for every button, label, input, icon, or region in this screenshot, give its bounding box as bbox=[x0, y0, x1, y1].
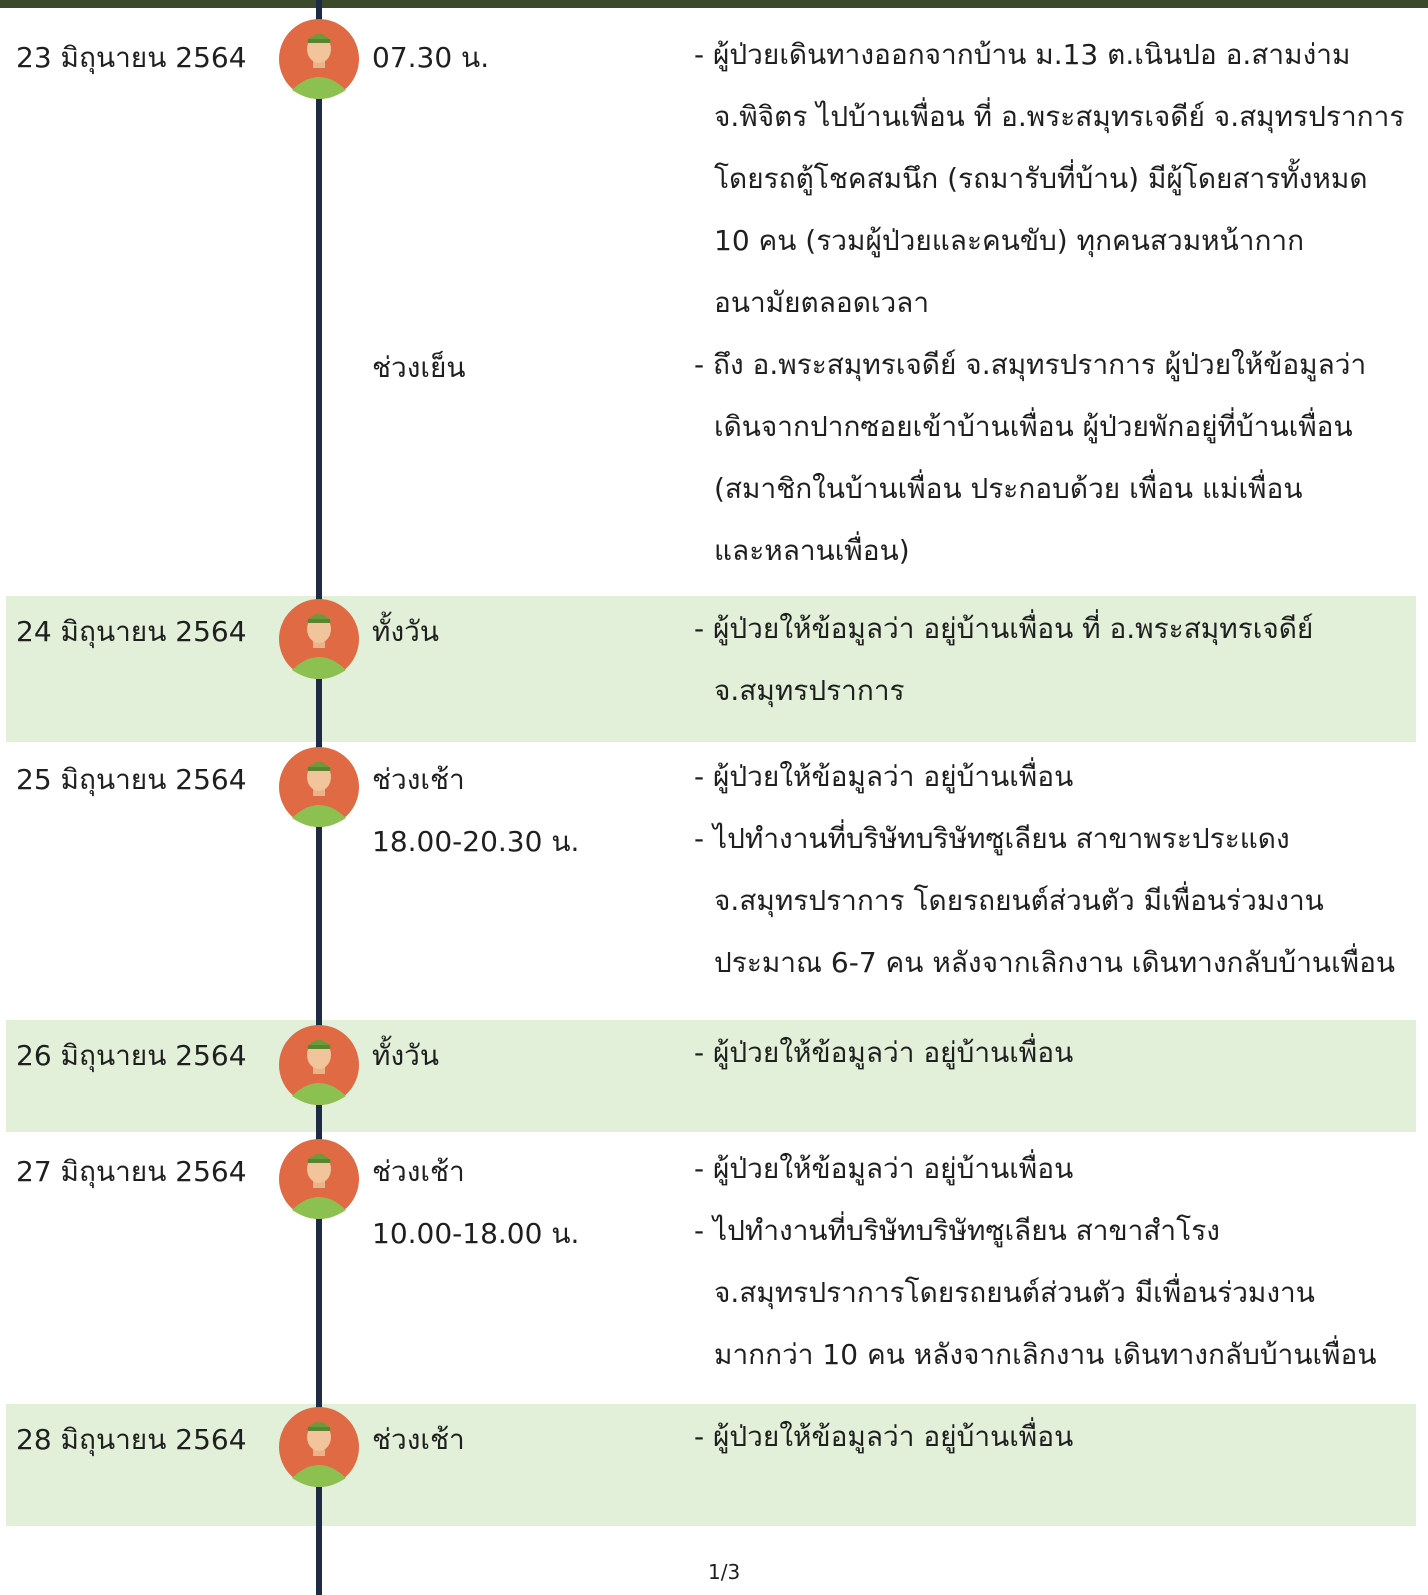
patient-avatar-icon bbox=[278, 598, 360, 680]
entry-description: - ผู้ป่วยเดินทางออกจากบ้าน ม.13 ต.เนินปอ… bbox=[694, 24, 1428, 334]
entry-description: - ถึง อ.พระสมุทรเจดีย์ จ.สมุทรปราการ ผู้… bbox=[694, 334, 1428, 582]
patient-avatar-icon bbox=[278, 1138, 360, 1220]
description-line: (สมาชิกในบ้านเพื่อน ประกอบด้วย เพื่อน แม… bbox=[714, 472, 1303, 505]
entry-date: 28 มิถุนายน 2564 bbox=[16, 1423, 247, 1456]
entry-time: ช่วงเย็น bbox=[372, 351, 466, 384]
entry-time: 10.00-18.00 น. bbox=[372, 1217, 580, 1250]
description-line: - ผู้ป่วยให้ข้อมูลว่า อยู่บ้านเพื่อน ที่… bbox=[694, 612, 1314, 645]
description-line: โดยรถตู้โชคสมนึก (รถมารับที่บ้าน) มีผู้โ… bbox=[714, 162, 1368, 195]
description-line: - ผู้ป่วยให้ข้อมูลว่า อยู่บ้านเพื่อน bbox=[694, 760, 1074, 793]
entry-date: 25 มิถุนายน 2564 bbox=[16, 763, 247, 796]
description-line: - ไปทำงานที่บริษัทบริษัทซูเลียน สาขาสำโร… bbox=[694, 1214, 1220, 1247]
entry-time: ทั้งวัน bbox=[372, 1039, 439, 1072]
description-line: และหลานเพื่อน) bbox=[714, 534, 910, 567]
description-line: - ไปทำงานที่บริษัทบริษัทซูเลียน สาขาพระป… bbox=[694, 822, 1290, 855]
page-indicator: 1/3 bbox=[708, 1560, 741, 1584]
entry-date: 24 มิถุนายน 2564 bbox=[16, 615, 247, 648]
description-line: - ถึง อ.พระสมุทรเจดีย์ จ.สมุทรปราการ ผู้… bbox=[694, 348, 1367, 381]
entry-description: - ผู้ป่วยให้ข้อมูลว่า อยู่บ้านเพื่อน ที่… bbox=[694, 598, 1428, 722]
entry-description: - ผู้ป่วยให้ข้อมูลว่า อยู่บ้านเพื่อน bbox=[694, 1138, 1428, 1200]
patient-avatar-icon bbox=[278, 18, 360, 100]
description-line: 10 คน (รวมผู้ป่วยและคนขับ) ทุกคนสวมหน้าก… bbox=[714, 224, 1305, 257]
entry-time: 18.00-20.30 น. bbox=[372, 825, 580, 858]
description-line: - ผู้ป่วยให้ข้อมูลว่า อยู่บ้านเพื่อน bbox=[694, 1152, 1074, 1185]
entry-description: - ไปทำงานที่บริษัทบริษัทซูเลียน สาขาสำโร… bbox=[694, 1200, 1428, 1386]
entry-time: ช่วงเช้า bbox=[372, 763, 465, 796]
description-line: มากกว่า 10 คน หลังจากเลิกงาน เดินทางกลับ… bbox=[714, 1338, 1377, 1371]
entry-description: - ผู้ป่วยให้ข้อมูลว่า อยู่บ้านเพื่อน bbox=[694, 1406, 1428, 1468]
entry-description: - ไปทำงานที่บริษัทบริษัทซูเลียน สาขาพระป… bbox=[694, 808, 1428, 994]
row-bg-26 bbox=[6, 1020, 1416, 1132]
patient-avatar-icon bbox=[278, 1024, 360, 1106]
description-line: - ผู้ป่วยเดินทางออกจากบ้าน ม.13 ต.เนินปอ… bbox=[694, 38, 1351, 71]
description-line: - ผู้ป่วยให้ข้อมูลว่า อยู่บ้านเพื่อน bbox=[694, 1420, 1074, 1453]
entry-description: - ผู้ป่วยให้ข้อมูลว่า อยู่บ้านเพื่อน bbox=[694, 1022, 1428, 1084]
row-bg-28 bbox=[6, 1404, 1416, 1526]
entry-date: 23 มิถุนายน 2564 bbox=[16, 41, 247, 74]
description-line: ประมาณ 6-7 คน หลังจากเลิกงาน เดินทางกลับ… bbox=[714, 946, 1396, 979]
entry-time: ช่วงเช้า bbox=[372, 1155, 465, 1188]
description-line: จ.สมุทรปราการโดยรถยนต์ส่วนตัว มีเพื่อนร่… bbox=[714, 1276, 1315, 1309]
patient-avatar-icon bbox=[278, 1406, 360, 1488]
description-line: จ.สมุทรปราการ โดยรถยนต์ส่วนตัว มีเพื่อนร… bbox=[714, 884, 1324, 917]
patient-avatar-icon bbox=[278, 746, 360, 828]
entry-date: 27 มิถุนายน 2564 bbox=[16, 1155, 247, 1188]
row-bg-24 bbox=[6, 596, 1416, 742]
entry-time: ทั้งวัน bbox=[372, 615, 439, 648]
entry-description: - ผู้ป่วยให้ข้อมูลว่า อยู่บ้านเพื่อน bbox=[694, 746, 1428, 808]
description-line: จ.สมุทรปราการ bbox=[714, 674, 905, 707]
entry-time: 07.30 น. bbox=[372, 41, 490, 74]
entry-time: ช่วงเช้า bbox=[372, 1423, 465, 1456]
top-border bbox=[0, 0, 1428, 8]
description-line: เดินจากปากซอยเข้าบ้านเพื่อน ผู้ป่วยพักอย… bbox=[714, 410, 1353, 443]
description-line: - ผู้ป่วยให้ข้อมูลว่า อยู่บ้านเพื่อน bbox=[694, 1036, 1074, 1069]
entry-date: 26 มิถุนายน 2564 bbox=[16, 1039, 247, 1072]
description-line: อนามัยตลอดเวลา bbox=[714, 286, 930, 319]
description-line: จ.พิจิตร ไปบ้านเพื่อน ที่ อ.พระสมุทรเจดี… bbox=[714, 100, 1405, 133]
